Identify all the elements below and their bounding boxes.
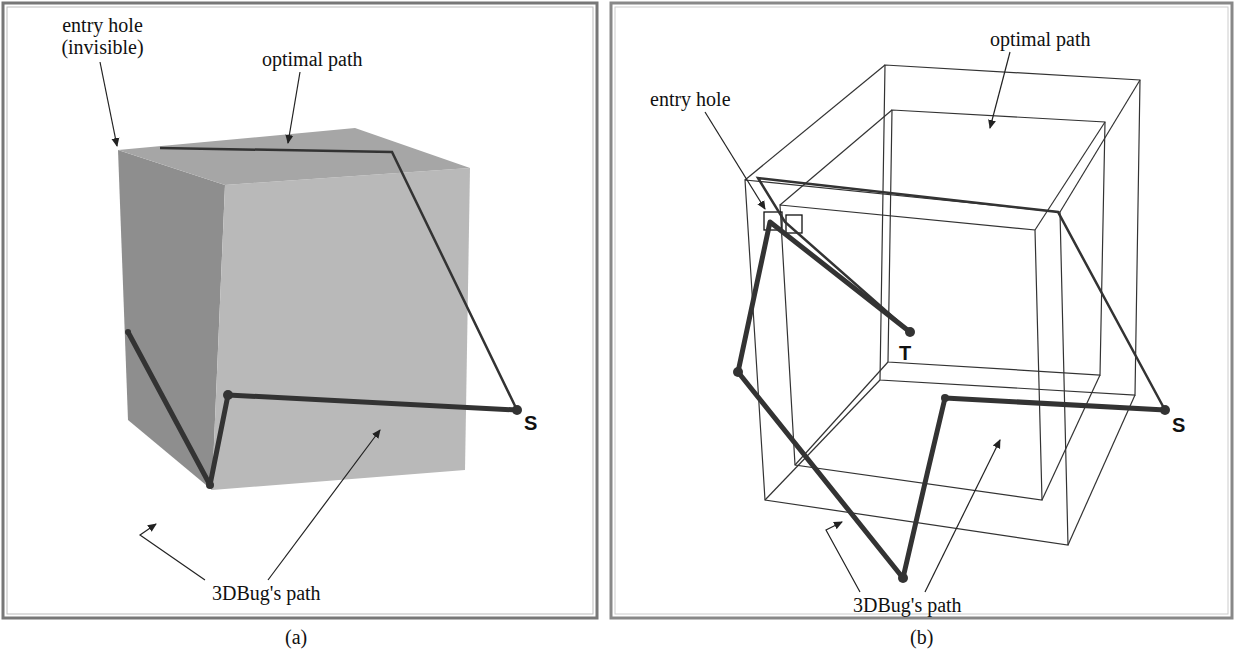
callout-label: 3DBug's path [853, 594, 962, 616]
callout-label: (a) [285, 626, 307, 648]
point-label: S [524, 412, 537, 434]
point-label: T [899, 342, 911, 364]
optimal-path [758, 178, 1165, 410]
leader-lines [705, 52, 1010, 592]
path-points [125, 329, 522, 489]
optimal-path [160, 148, 517, 410]
bug-path [738, 222, 1165, 578]
path-points [733, 327, 1170, 583]
point-label: S [1172, 414, 1185, 436]
callout-label: (b) [910, 626, 933, 648]
bug-path [128, 332, 517, 485]
panel-frame-inner [7, 7, 593, 614]
callout-label: optimal path [262, 48, 363, 70]
callout-label: entry hole (invisible) [45, 14, 160, 58]
panel-frame [3, 3, 597, 618]
panel-frame-inner [615, 7, 1228, 614]
solid-cube [118, 128, 470, 490]
wireframe-cubes [745, 65, 1140, 545]
callout-label: 3DBug's path [212, 582, 321, 604]
leader-lines [100, 62, 380, 580]
callout-label: optimal path [990, 28, 1091, 50]
panel-frame [611, 3, 1232, 618]
callout-label: entry hole [650, 88, 731, 110]
